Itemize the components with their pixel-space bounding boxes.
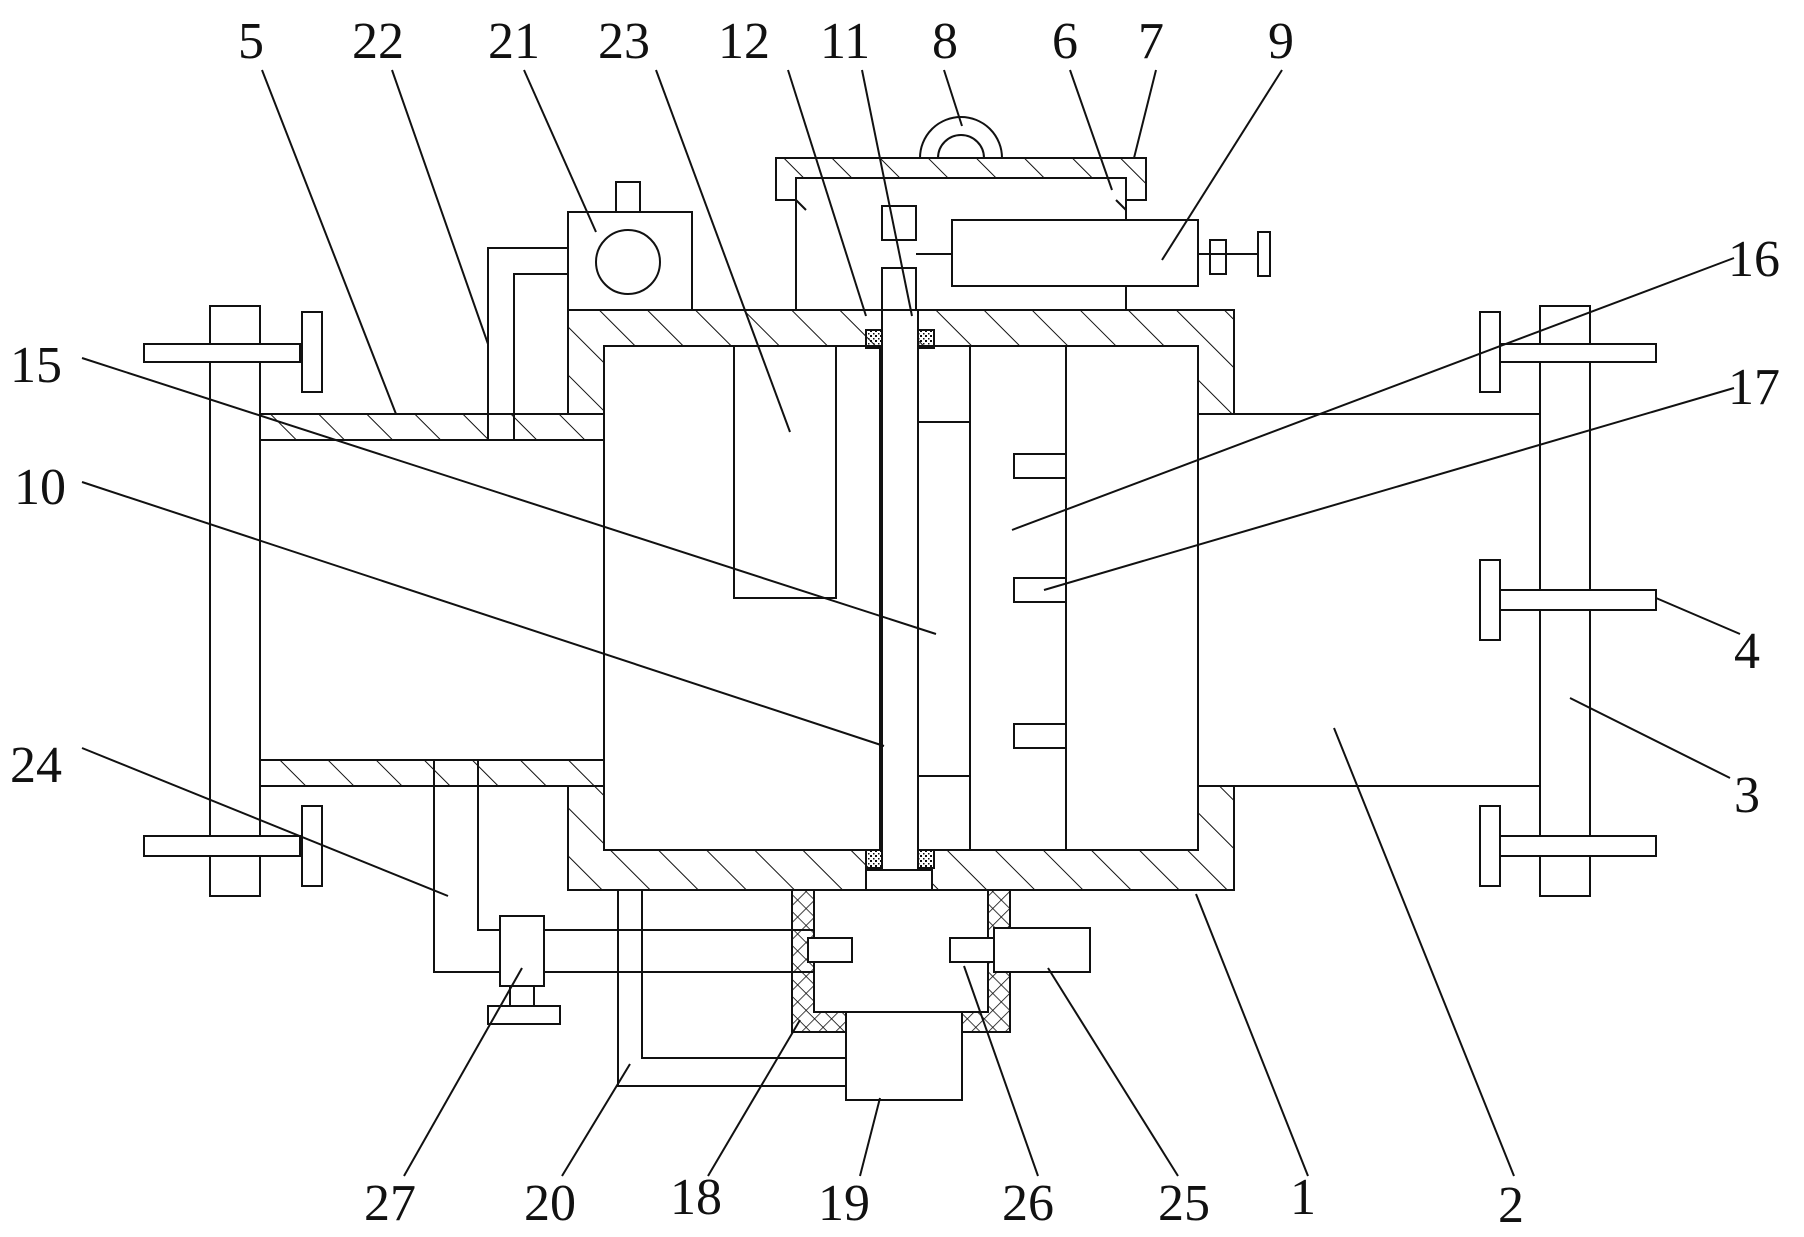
top-control-box	[775, 116, 1271, 311]
callout-8: 8	[932, 13, 958, 70]
callout-17: 17	[1728, 359, 1780, 416]
callout-15: 15	[10, 337, 62, 394]
callout-3: 3	[1734, 767, 1760, 824]
callout-22: 22	[352, 13, 404, 70]
left-pipe	[259, 413, 605, 787]
callout-26: 26	[1002, 1175, 1054, 1232]
callout-6: 6	[1052, 13, 1078, 70]
callout-20: 20	[524, 1175, 576, 1232]
left-flange	[143, 305, 323, 897]
callout-12: 12	[718, 13, 770, 70]
callout-23: 23	[598, 13, 650, 70]
callout-2: 2	[1498, 1177, 1524, 1234]
right-pipe	[1198, 413, 1540, 787]
pump-assembly	[487, 181, 693, 440]
callout-25: 25	[1158, 1175, 1210, 1232]
callout-27: 27	[364, 1175, 416, 1232]
callout-labels: 5 22 21 23 12 11 8 6 7 9 16 17 15 10 4 3…	[10, 13, 1780, 1234]
leader-lines	[81, 69, 1741, 1177]
bottom-assembly	[433, 760, 1091, 1101]
callout-10: 10	[14, 459, 66, 516]
callout-4: 4	[1734, 623, 1760, 680]
callout-18: 18	[670, 1169, 722, 1226]
callout-11: 11	[820, 13, 870, 70]
callout-7: 7	[1138, 13, 1164, 70]
callout-5: 5	[238, 13, 264, 70]
callout-24: 24	[10, 737, 62, 794]
callout-1: 1	[1290, 1169, 1316, 1226]
callout-9: 9	[1268, 13, 1294, 70]
callout-16: 16	[1728, 231, 1780, 288]
callout-21: 21	[488, 13, 540, 70]
right-flange	[1479, 305, 1657, 897]
callout-19: 19	[818, 1175, 870, 1232]
